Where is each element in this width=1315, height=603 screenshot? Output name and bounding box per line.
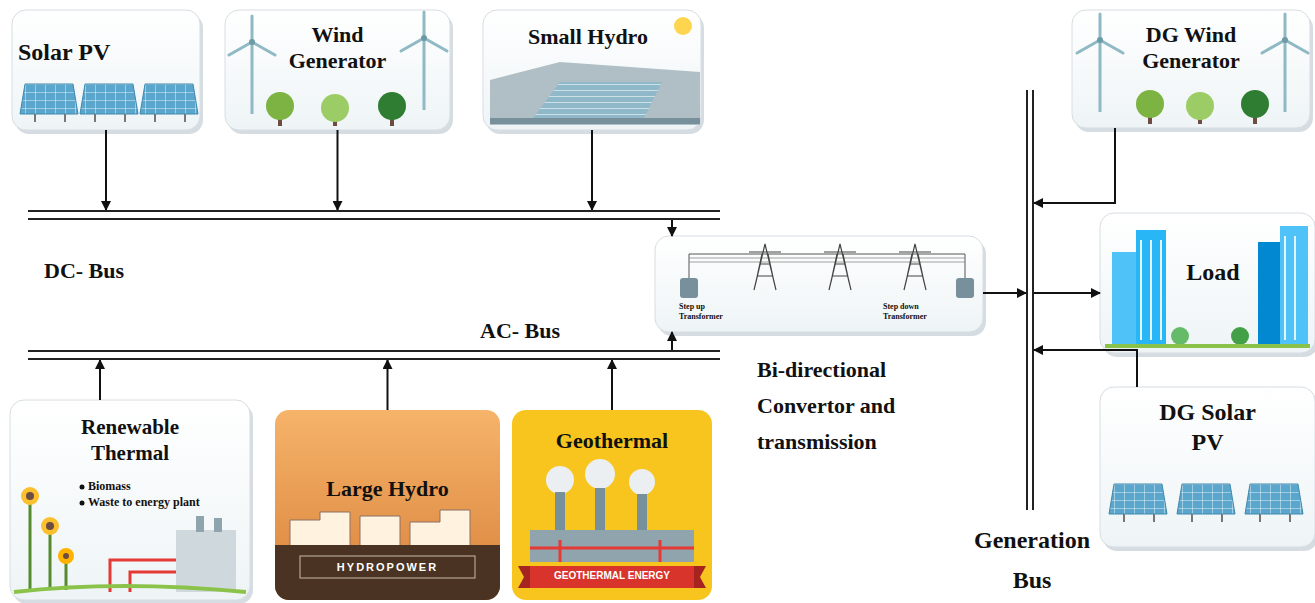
node-text: Large Hydro: [275, 476, 500, 502]
connector-arrow: [1034, 350, 1137, 387]
box-backgrounds: [10, 10, 1315, 600]
source-box: Large HydroHYDROPOWER: [275, 410, 500, 600]
connector-arrow: [99, 360, 101, 400]
node-text: DC- Bus: [44, 258, 174, 284]
dg-wind-turbines: [1077, 14, 1308, 124]
node-text: Solar PV: [18, 38, 194, 67]
node-text: Biomass: [88, 479, 238, 494]
node-text: GEOTHERMAL ENERGY: [530, 569, 694, 583]
connector-arrow: [387, 360, 389, 410]
connector-arrow: [105, 130, 107, 210]
source-box: Renewable ThermalBiomassWaste to energy …: [10, 400, 250, 600]
annotation-label: Bi-directional Convertor and transmissio…: [757, 352, 947, 460]
connector-arrow: [983, 292, 1026, 294]
node-text: Step up Transformer: [679, 302, 741, 322]
source-box: Small Hydro: [483, 10, 701, 130]
node-text: Geothermal: [512, 428, 712, 454]
ac-bus: AC- Bus: [28, 350, 720, 360]
transmission-line: [680, 244, 974, 298]
node-text: DG Wind Generator: [1134, 22, 1248, 74]
connector-arrow: [611, 360, 613, 410]
source-box: DG Solar PV: [1100, 387, 1315, 547]
node-text: Generation Bus: [965, 520, 1099, 600]
source-box: Solar PV: [12, 10, 200, 130]
generation-bus: Generation Bus: [1026, 90, 1034, 510]
node-text: Load: [1168, 258, 1258, 287]
connector-arrow: [1034, 128, 1115, 203]
small-hydro-dam: [490, 17, 700, 125]
node-text: Step down Transformer: [883, 302, 957, 322]
large-hydro-picture: [275, 410, 500, 600]
city-buildings: [1105, 226, 1310, 348]
trees: [266, 92, 406, 126]
connector-arrow: [337, 130, 339, 210]
node-text: Renewable Thermal: [40, 414, 220, 466]
source-box: GeothermalGEOTHERMAL ENERGY: [512, 410, 712, 600]
node-text: DG Solar PV: [1150, 397, 1265, 457]
transmission-box: Step up Transformer Step down Transformer: [655, 236, 983, 332]
load-box: Load: [1100, 213, 1315, 353]
dg-solar-panels: [1109, 484, 1303, 522]
source-box: Wind Generator: [225, 10, 450, 130]
node-text: Waste to energy plant: [88, 495, 238, 510]
source-box: DG Wind Generator: [1072, 10, 1310, 128]
geothermal-picture: [512, 410, 712, 600]
connector-arrow: [1034, 292, 1100, 294]
connector-arrow: [671, 220, 673, 236]
solar-panels: [20, 84, 198, 122]
node-text: Wind Generator: [275, 22, 400, 74]
biomass-plant: [14, 485, 246, 593]
node-text: AC- Bus: [480, 318, 590, 344]
connector-arrow: [591, 130, 593, 210]
node-text: HYDROPOWER: [300, 560, 475, 574]
dc-bus: DC- Bus: [28, 210, 720, 220]
connector-arrow: [671, 332, 673, 350]
node-text: Small Hydro: [503, 24, 673, 50]
